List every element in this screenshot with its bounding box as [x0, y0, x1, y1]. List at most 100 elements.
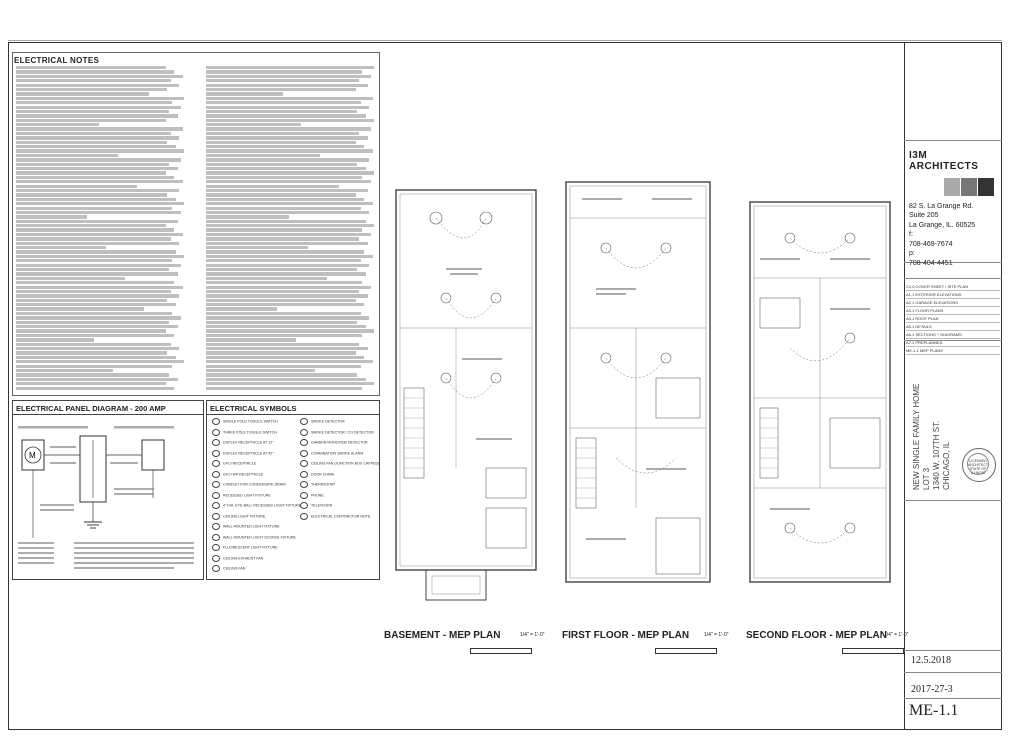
project-line3: 1340 W. 107TH ST. — [932, 420, 941, 490]
symbol-label: GFCI WP RECEPTACLE — [223, 471, 264, 476]
note-text-line — [206, 105, 370, 109]
symbol-glyph-icon — [212, 418, 220, 425]
symbol-row: CEILING EXHAUST FAN — [212, 554, 263, 562]
note-text-line — [206, 66, 375, 70]
note-text-line — [16, 377, 178, 382]
symbol-label: WALL MOUNTED LIGHT SCONCE FIXTURE — [223, 534, 296, 539]
symbol-row: SINGLE POLE TOGGLE SWITCH — [212, 418, 278, 425]
sheet-number: ME-1.1 — [909, 702, 959, 719]
symbol-glyph-icon — [212, 565, 220, 572]
note-text-line — [16, 145, 176, 149]
note-text-line — [16, 136, 180, 140]
note-text-line — [206, 311, 361, 316]
symbol-label: DUPLEX RECEPTACLE AT 42" — [223, 450, 274, 455]
note-text-line — [206, 377, 366, 382]
symbol-glyph-icon — [212, 502, 220, 509]
panel-diagram-title: ELECTRICAL PANEL DIAGRAM - 200 AMP — [16, 404, 166, 413]
note-text-line — [16, 202, 185, 206]
note-text-line — [16, 140, 168, 144]
note-text-line — [206, 101, 361, 105]
title-block-rule — [904, 672, 1002, 673]
symbol-glyph-icon — [300, 491, 308, 499]
note-text-line — [206, 360, 373, 364]
address-line3: La Grange, IL. 60525 — [909, 221, 976, 229]
note-text-line — [206, 74, 371, 79]
note-text-line — [206, 83, 368, 87]
title-block-rule — [904, 278, 1002, 279]
project-line1: NEW SINGLE FAMILY HOME — [912, 383, 921, 490]
note-text-line — [206, 149, 373, 153]
title-block-rule — [904, 262, 1002, 263]
note-text-line — [16, 66, 166, 70]
note-text-line — [206, 202, 373, 206]
fax-label: p: — [909, 250, 915, 258]
note-text-line — [16, 224, 166, 228]
sheet-index-item: A2.1 GARAGE ELEVATIONS — [906, 299, 1000, 307]
note-text-line — [206, 162, 358, 166]
note-text-line — [206, 206, 361, 210]
note-text-line — [206, 171, 375, 175]
second-floor-plan-scale: 1/4" = 1'-0" — [884, 632, 909, 638]
note-text-line — [16, 373, 169, 377]
panel-title-rule — [12, 414, 204, 415]
note-text-line — [16, 351, 168, 355]
symbol-glyph-icon — [300, 428, 308, 436]
note-text-line — [206, 298, 356, 302]
note-text-line — [16, 87, 168, 92]
note-text-line — [16, 320, 169, 324]
issue-date: 12.5.2018 — [911, 655, 951, 666]
panel-diagram-frame — [12, 400, 204, 580]
symbol-row: WALL MOUNTED LIGHT SCONCE FIXTURE — [212, 533, 296, 541]
symbol-row: CONDUIT FOR CONDENSATE DRAIN — [212, 481, 286, 488]
note-text-line — [206, 153, 320, 158]
note-text-line — [206, 180, 371, 184]
symbol-glyph-icon — [212, 544, 220, 551]
note-text-line — [206, 87, 356, 92]
note-text-line — [16, 276, 125, 281]
symbol-label: CARBON MONOXIDE DETECTOR — [311, 440, 368, 445]
note-text-line — [16, 254, 185, 259]
project-line2: LOT 3 — [922, 467, 931, 490]
note-text-line — [206, 145, 365, 149]
note-text-line — [206, 219, 366, 223]
note-text-line — [206, 368, 315, 373]
sheet-index-item: A7.1 PREPLANNED — [906, 339, 1000, 347]
note-text-line — [16, 180, 183, 184]
note-text-line — [206, 246, 308, 250]
title-block-rule — [904, 650, 1002, 651]
fax-number: 708-404-4451 — [909, 259, 953, 267]
note-text-line — [16, 329, 166, 333]
note-text-line — [206, 342, 359, 346]
job-number: 2017-27-3 — [911, 684, 953, 695]
note-text-line — [206, 118, 375, 122]
symbol-label: ELECTRICAL CONTRACTOR NOTE — [311, 513, 371, 518]
note-text-line — [206, 373, 358, 377]
symbol-glyph-icon — [300, 439, 308, 446]
symbol-row: CARBON MONOXIDE DETECTOR — [300, 439, 368, 446]
logo-square-mid — [961, 178, 977, 196]
note-text-line — [16, 166, 178, 171]
firm-name-line1: I3M — [909, 150, 928, 161]
note-text-line — [16, 162, 169, 166]
note-text-line — [206, 294, 368, 298]
note-text-line — [16, 114, 178, 118]
symbol-label: 4" DIA. EYE-BALL RECESSED LIGHT FIXTURE — [223, 503, 301, 508]
note-text-line — [206, 123, 302, 127]
note-text-line — [16, 153, 118, 158]
symbol-glyph-icon — [212, 523, 220, 530]
symbol-label: THERMOSTAT — [311, 482, 336, 487]
first-floor-scale-bar — [655, 648, 717, 654]
note-text-line — [16, 272, 178, 276]
note-text-line — [206, 333, 363, 338]
note-text-line — [16, 285, 183, 289]
note-text-line — [16, 74, 183, 79]
note-text-line — [206, 267, 358, 272]
symbol-glyph-icon — [212, 491, 220, 499]
sheet-index-item: A1.1 EXTERIOR ELEVATIONS — [906, 291, 1000, 299]
symbols-frame — [206, 400, 380, 580]
symbol-row: DUPLEX RECEPTACLE AT 42" — [212, 449, 274, 457]
note-text-line — [16, 316, 181, 320]
symbol-label: SMOKE DETECTOR / CO DETECTOR — [311, 429, 374, 434]
note-text-line — [16, 92, 149, 96]
symbol-glyph-icon — [300, 470, 308, 478]
